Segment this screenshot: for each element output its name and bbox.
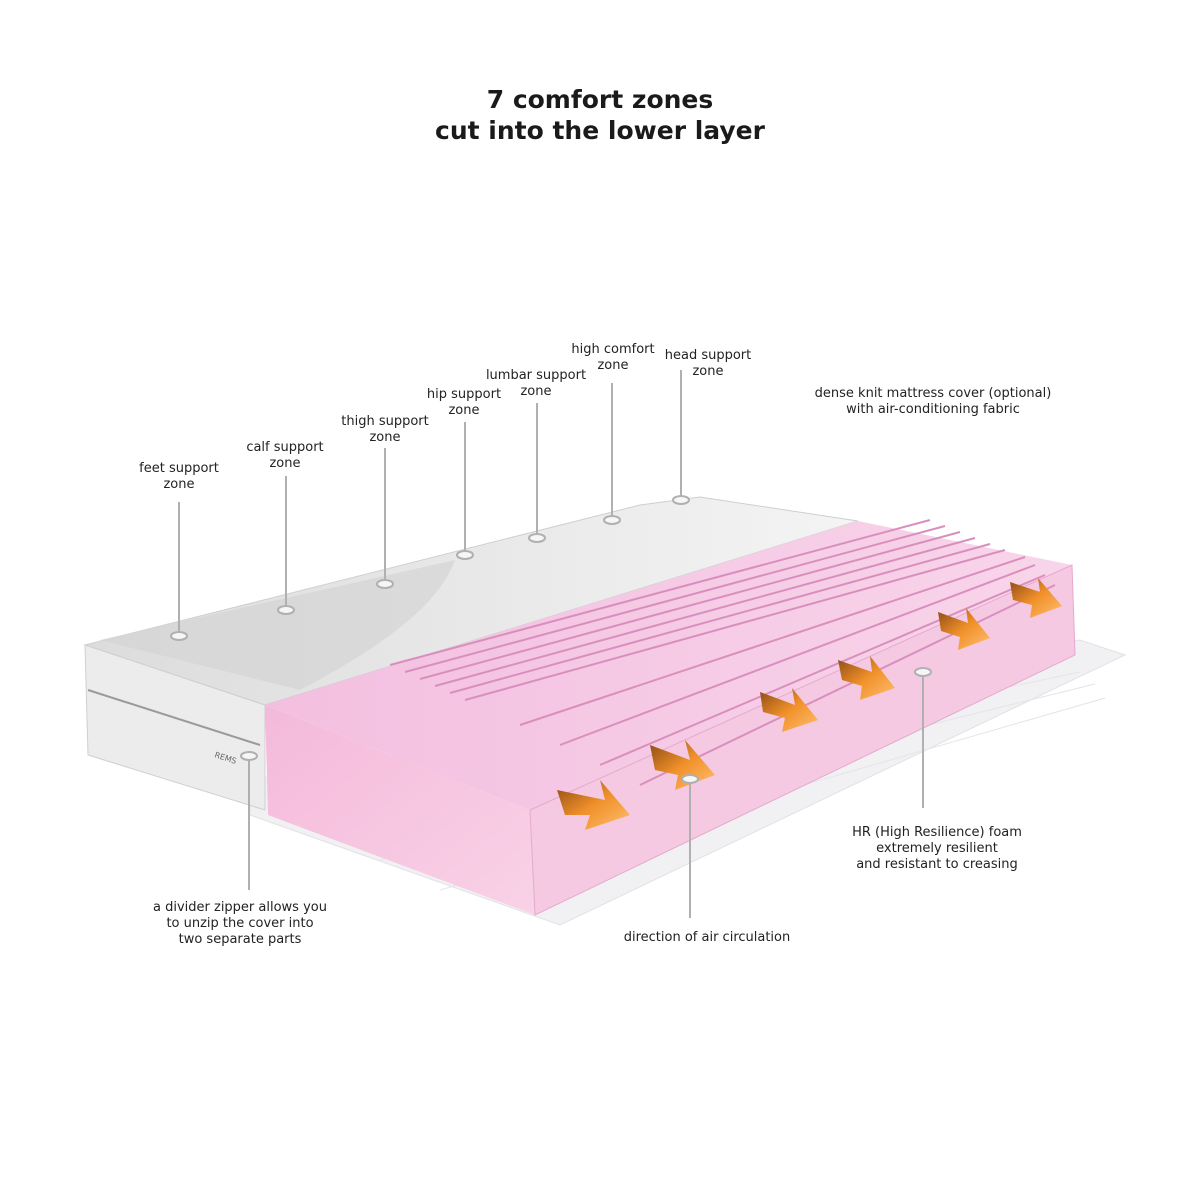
cover-top-zone-shading [100, 560, 455, 690]
air-arrows [557, 578, 1062, 830]
foam-top [265, 521, 1072, 810]
label-air-circulation: direction of air circulation [623, 930, 791, 945]
air-arrow-6 [1010, 578, 1062, 618]
air-arrow-2 [650, 740, 715, 790]
foam-slots [389, 519, 1056, 786]
cover-zipper-line [87, 689, 261, 746]
cover-side [84, 644, 266, 811]
diagram-title: 7 comfort zones cut into the lower layer [0, 84, 1200, 146]
feature-pointers [240, 667, 932, 918]
title-line-2: cut into the lower layer [435, 116, 765, 145]
zone-pointers [170, 370, 690, 641]
foam-front [265, 705, 535, 915]
air-arrow-1 [557, 780, 630, 830]
air-arrow-4 [838, 656, 895, 700]
air-arrow-5 [938, 608, 990, 650]
foam-right-side [529, 564, 1076, 916]
label-mattress-cover: dense knit mattress cover (optional)with… [814, 386, 1052, 417]
air-arrow-3 [760, 688, 818, 732]
title-line-1: 7 comfort zones [486, 85, 714, 114]
